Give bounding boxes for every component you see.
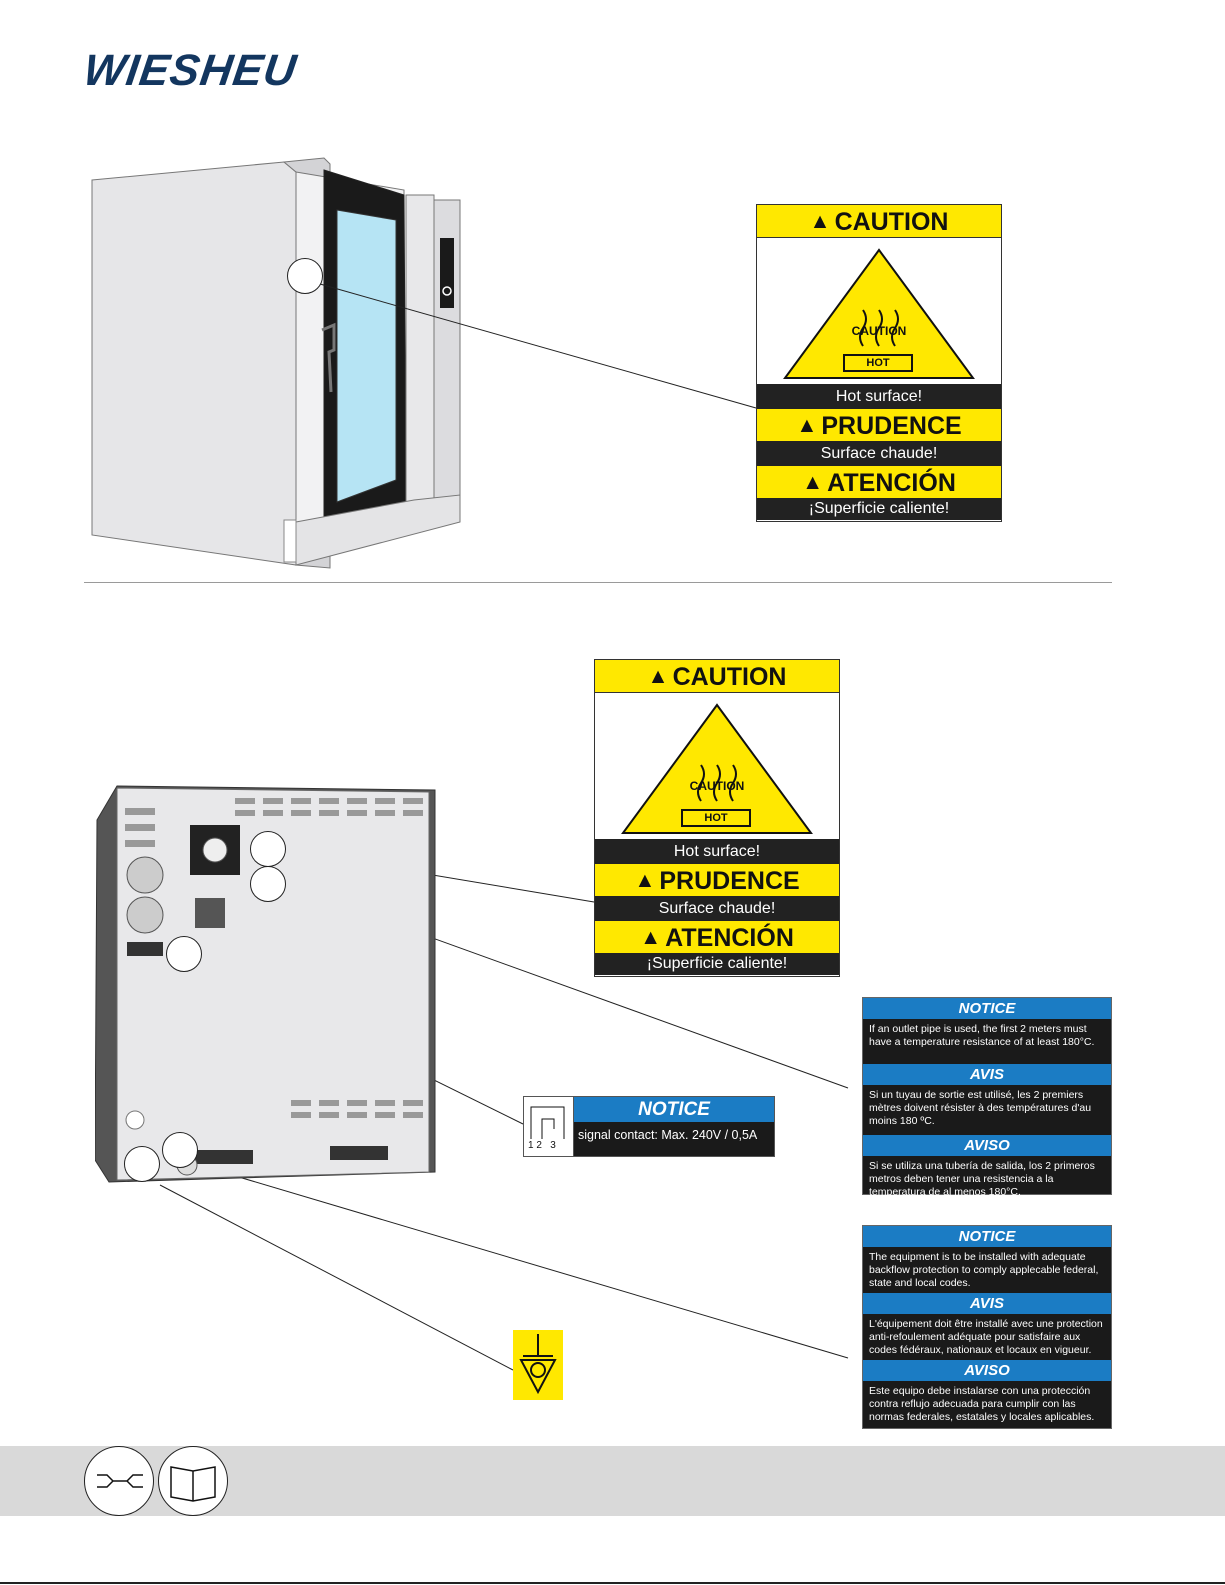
- notice-outlet-pipe: NOTICE If an outlet pipe is used, the fi…: [862, 997, 1112, 1198]
- hot-triangle-icon: [783, 248, 975, 379]
- relay-contact-diagram: 1 2 3: [524, 1097, 574, 1156]
- notice-heading-fr: AVIS: [863, 1293, 1111, 1314]
- signal-contact-text: signal contact: Max. 240V / 0,5A: [578, 1128, 758, 1142]
- hot-surface-symbol: CAUTION HOT: [757, 238, 1001, 384]
- notice-heading-en: NOTICE: [863, 1226, 1111, 1247]
- footer-band: [0, 1446, 1225, 1516]
- notice-text-en: The equipment is to be installed with ad…: [869, 1251, 1099, 1289]
- spanish-warning-text: ¡Superficie caliente!: [757, 498, 1001, 520]
- notice-heading: NOTICE: [574, 1097, 774, 1122]
- triangle-caption: CAUTION: [689, 779, 745, 793]
- relay-switch-icon: [530, 1106, 565, 1139]
- page-bottom-rule: [0, 1582, 1225, 1584]
- oven-rear-illustration: [95, 785, 436, 1183]
- callout-marker: [250, 831, 286, 867]
- english-warning-text: Hot surface!: [595, 839, 839, 864]
- french-heading: ▲PRUDENCE: [595, 864, 839, 896]
- warning-icon: ▲: [640, 925, 662, 949]
- warning-icon: ▲: [634, 868, 656, 892]
- callout-marker: [162, 1132, 198, 1168]
- notice-text-en: If an outlet pipe is used, the first 2 m…: [869, 1023, 1095, 1048]
- triangle-caption: CAUTION: [851, 324, 907, 338]
- french-warning-text: Surface chaude!: [757, 441, 1001, 466]
- manual-book-icon: [158, 1446, 228, 1516]
- notice-text-es: Si se utiliza una tubería de salida, los…: [869, 1160, 1095, 1198]
- warning-icon: ▲: [809, 209, 831, 233]
- caution-heading: ▲CAUTION: [595, 660, 839, 693]
- ground-symbol-icon: [519, 1334, 557, 1395]
- french-heading: ▲PRUDENCE: [757, 409, 1001, 441]
- notice-heading-fr: AVIS: [863, 1064, 1111, 1085]
- hot-box-text: HOT: [681, 809, 751, 827]
- callout-marker: [250, 866, 286, 902]
- hot-surface-symbol: CAUTION HOT: [595, 693, 839, 839]
- warning-icon: ▲: [802, 470, 824, 494]
- french-heading-text: PRUDENCE: [821, 412, 962, 440]
- caution-heading-text: CAUTION: [834, 208, 949, 236]
- french-warning-text: Surface chaude!: [595, 896, 839, 921]
- terminal-numbers: 1 2 3: [528, 1140, 556, 1151]
- notice-text-fr: Si un tuyau de sortie est utilisé, les 2…: [869, 1089, 1092, 1127]
- spanish-warning-text: ¡Superficie caliente!: [595, 953, 839, 975]
- notice-text-fr: L'équipement doit être installé avec une…: [869, 1318, 1103, 1356]
- oven-front-illustration: [91, 157, 461, 569]
- callout-marker: [124, 1146, 160, 1182]
- callout-marker: [166, 936, 202, 972]
- spanish-heading: ▲ATENCIÓN: [757, 466, 1001, 498]
- spanish-heading-text: ATENCIÓN: [665, 924, 794, 952]
- notice-signal-contact: 1 2 3 NOTICE signal contact: Max. 240V /…: [523, 1096, 775, 1157]
- wrench-icon: [84, 1446, 154, 1516]
- notice-text-es: Este equipo debe instalarse con una prot…: [869, 1385, 1095, 1423]
- caution-label-rear: ▲CAUTION CAUTION HOT Hot surface! ▲PRUDE…: [594, 659, 840, 977]
- callout-marker: [287, 258, 323, 294]
- caution-heading-text: CAUTION: [672, 663, 787, 691]
- equipotential-ground-label: [513, 1330, 563, 1400]
- section-divider: [84, 582, 1112, 583]
- notice-backflow: NOTICE The equipment is to be installed …: [862, 1225, 1112, 1429]
- spanish-heading: ▲ATENCIÓN: [595, 921, 839, 953]
- hot-triangle-icon: [621, 703, 813, 834]
- hot-box-text: HOT: [843, 354, 913, 372]
- spanish-heading-text: ATENCIÓN: [827, 469, 956, 497]
- notice-heading-es: AVISO: [863, 1360, 1111, 1381]
- english-warning-text: Hot surface!: [757, 384, 1001, 409]
- notice-heading-en: NOTICE: [863, 998, 1111, 1019]
- notice-heading-es: AVISO: [863, 1135, 1111, 1156]
- warning-icon: ▲: [647, 664, 669, 688]
- caution-heading: ▲CAUTION: [757, 205, 1001, 238]
- french-heading-text: PRUDENCE: [659, 867, 800, 895]
- warning-icon: ▲: [796, 413, 818, 437]
- caution-label-top: ▲CAUTION CAUTION HOT Hot surface! ▲PRUDE…: [756, 204, 1002, 522]
